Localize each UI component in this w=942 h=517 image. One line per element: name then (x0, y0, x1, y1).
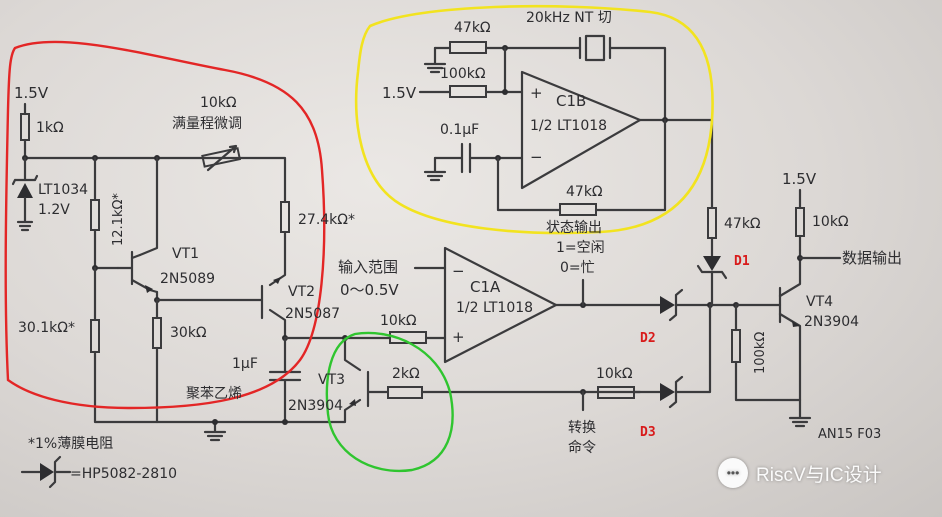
resistor-30k (152, 317, 162, 349)
label-0-1uf: 0.1μF (440, 122, 479, 138)
label-1uf: 1μF (232, 356, 258, 372)
label-d2: D2 (640, 331, 656, 346)
red-highlight-circle (4, 40, 326, 410)
label-27-4k: 27.4kΩ* (298, 212, 355, 228)
label-vt1: VT1 (172, 246, 199, 262)
label-busy: 0=忙 (560, 260, 595, 276)
resistor-1k (20, 113, 30, 141)
label-c1b: C1B (556, 92, 586, 110)
schottky-diode-d3-icon (660, 383, 675, 401)
label-vt4: VT4 (806, 294, 833, 310)
label-input-range: 输入范围 (338, 258, 398, 276)
label-10k-in: 10kΩ (380, 313, 417, 329)
label-2n3904: 2N3904 (288, 398, 343, 414)
transistor-vt1 (116, 156, 159, 294)
vt3-section (330, 266, 642, 424)
label-c1b-minus: − (530, 148, 543, 166)
label-100k: 100kΩ (440, 66, 486, 82)
label-2n3904-vt4: 2N3904 (804, 314, 859, 330)
resistor-12-1k (90, 199, 100, 231)
label-c1b-plus: + (530, 84, 543, 102)
label-vt2: VT2 (288, 284, 315, 300)
label-2n5089: 2N5089 (160, 271, 215, 287)
label-1-5v-right: 1.5V (782, 170, 817, 188)
label-30k: 30kΩ (170, 325, 207, 341)
watermark: ••• RiscV与IC设计 (718, 458, 882, 488)
label-1-5v-mid: 1.5V (382, 84, 417, 102)
convert-section (580, 303, 712, 412)
label-d1: D1 (734, 254, 750, 269)
label-100k-v: 100kΩ (753, 332, 768, 374)
yellow-highlight-circle (354, 4, 714, 235)
label-1k: 1kΩ (36, 120, 64, 136)
label-c1a-plus: + (452, 328, 465, 346)
trim-potentiometer (201, 147, 242, 168)
label-status-output: 状态输出 (546, 220, 602, 236)
resistor-47k-top (449, 41, 487, 54)
label-1-5v-left: 1.5V (14, 84, 49, 102)
oscillator-section (418, 34, 714, 216)
label-12-1k: 12.1kΩ* (111, 193, 126, 246)
label-lt1018-a: 1/2 LT1018 (456, 300, 533, 316)
label-47k-fb: 47kΩ (566, 184, 603, 200)
label-1-2v: 1.2V (38, 202, 70, 218)
label-note-hp5082: =HP5082-2810 (70, 466, 177, 482)
label-polystyrene: 聚苯乙烯 (186, 385, 242, 402)
resistor-10k-out (795, 207, 805, 237)
zener-diode-icon (17, 183, 33, 198)
resistor-47k-d1 (707, 207, 717, 239)
label-10k-d3: 10kΩ (596, 366, 633, 382)
schottky-legend-icon (40, 463, 54, 481)
label-xtal: 20kHz NT 切 (526, 10, 612, 26)
green-highlight-circle (325, 331, 454, 473)
resistor-100k-v (731, 329, 741, 363)
label-an15: AN15 F03 (818, 427, 881, 442)
label-note-film-resistor: *1%薄膜电阻 (28, 436, 113, 452)
label-vt3: VT3 (318, 372, 345, 388)
label-47k-top: 47kΩ (454, 20, 491, 36)
label-c1a-minus: − (452, 262, 465, 280)
comparator-c1a (443, 246, 739, 364)
label-30-1k: 30.1kΩ* (18, 320, 75, 336)
transistor-vt2 (260, 230, 287, 340)
resistor-47k-fb (559, 203, 597, 216)
label-convert: 转换 (568, 419, 596, 436)
label-data-output: 数据输出 (842, 249, 902, 267)
reference-section (11, 102, 347, 442)
label-47k-d1: 47kΩ (724, 216, 761, 232)
label-d3: D3 (640, 425, 656, 440)
label-full-scale-trim: 满量程微调 (172, 116, 242, 132)
label-2k: 2kΩ (392, 366, 420, 382)
schottky-diode-d1-icon (703, 256, 721, 271)
label-2n5087: 2N5087 (285, 306, 340, 322)
label-lt1034: LT1034 (38, 182, 88, 198)
label-10k-trim: 10kΩ (200, 95, 237, 111)
resistor-100k (449, 85, 487, 98)
transistor-vt4 (778, 248, 802, 402)
watermark-text: RiscV与IC设计 (756, 464, 882, 486)
label-lt1018-b: 1/2 LT1018 (530, 118, 607, 134)
schottky-diode-d2-icon (660, 296, 675, 314)
label-c1a: C1A (470, 278, 501, 296)
wechat-icon: ••• (718, 458, 748, 488)
resistor-30-1k (90, 319, 100, 353)
resistor-27-4k (280, 201, 290, 233)
resistor-2k (387, 386, 423, 399)
label-idle: 1=空闲 (556, 240, 605, 256)
output-section (696, 188, 842, 428)
label-command: 命令 (568, 439, 596, 456)
label-10k-out: 10kΩ (812, 214, 849, 230)
label-input-range-value: 0～0.5V (340, 281, 399, 299)
